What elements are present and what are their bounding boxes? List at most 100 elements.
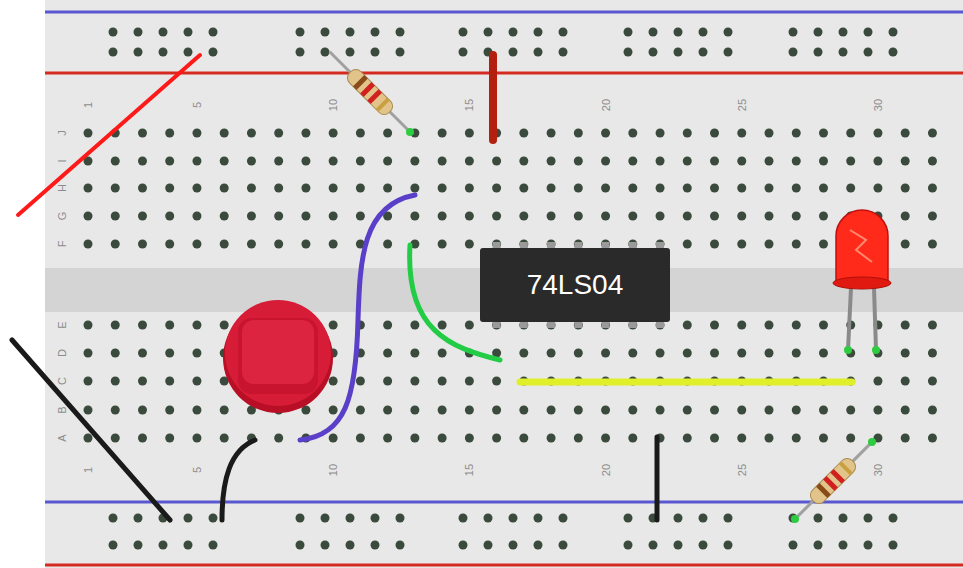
hole — [792, 157, 801, 166]
column-number: 1 — [83, 467, 94, 473]
hole — [628, 184, 637, 193]
hole — [846, 157, 855, 166]
hole — [724, 28, 733, 37]
hole — [624, 28, 633, 37]
hole — [765, 349, 774, 358]
hole — [674, 514, 683, 523]
hole — [371, 28, 380, 37]
hole — [737, 434, 746, 443]
hole — [192, 129, 201, 138]
hole — [465, 240, 474, 249]
hole — [737, 349, 746, 358]
hole — [321, 514, 330, 523]
hole — [165, 406, 174, 415]
hole — [792, 184, 801, 193]
hole — [574, 434, 583, 443]
hole — [138, 321, 147, 330]
column-number: 5 — [191, 102, 202, 108]
hole — [371, 48, 380, 57]
ic-chip: 74LS04 — [480, 248, 670, 322]
hole — [683, 212, 692, 221]
hole — [465, 129, 474, 138]
hole — [574, 184, 583, 193]
hole — [601, 406, 610, 415]
hole — [765, 240, 774, 249]
hole — [410, 212, 419, 221]
hole — [901, 321, 910, 330]
hole — [519, 157, 528, 166]
row-letter: E — [57, 321, 68, 328]
rail-line — [45, 11, 963, 14]
hole — [383, 184, 392, 193]
hole — [165, 184, 174, 193]
hole — [901, 157, 910, 166]
hole — [438, 157, 447, 166]
row-letter: B — [57, 406, 68, 413]
hole — [819, 434, 828, 443]
hole — [165, 129, 174, 138]
column-number: 1 — [83, 102, 94, 108]
hole — [274, 184, 283, 193]
hole — [165, 240, 174, 249]
hole — [184, 28, 193, 37]
hole — [329, 212, 338, 221]
hole — [601, 434, 610, 443]
hole — [438, 129, 447, 138]
hole — [683, 321, 692, 330]
row-letter: A — [57, 434, 68, 441]
row-letter: I — [57, 159, 68, 162]
hole — [134, 514, 143, 523]
hole — [710, 184, 719, 193]
hole — [683, 240, 692, 249]
row-letter: G — [57, 212, 68, 221]
hole — [699, 541, 708, 550]
hole — [109, 28, 118, 37]
hole — [873, 157, 882, 166]
hole — [438, 349, 447, 358]
hole — [928, 406, 937, 415]
hole — [220, 406, 229, 415]
hole — [109, 541, 118, 550]
hole — [274, 157, 283, 166]
hole — [839, 28, 848, 37]
hole — [138, 240, 147, 249]
hole — [84, 212, 93, 221]
hole — [901, 434, 910, 443]
hole — [814, 48, 823, 57]
hole — [109, 48, 118, 57]
hole — [928, 184, 937, 193]
hole — [628, 406, 637, 415]
hole — [792, 212, 801, 221]
hole — [346, 541, 355, 550]
hole — [274, 129, 283, 138]
hole — [209, 28, 218, 37]
hole — [710, 349, 719, 358]
hole — [209, 541, 218, 550]
hole — [928, 129, 937, 138]
column-number: 25 — [736, 99, 747, 111]
hole-grid — [84, 28, 937, 550]
hole — [628, 129, 637, 138]
hole — [159, 541, 168, 550]
hole — [792, 129, 801, 138]
row-letter: C — [57, 377, 68, 385]
hole — [192, 240, 201, 249]
hole — [220, 240, 229, 249]
hole — [846, 129, 855, 138]
hole — [134, 541, 143, 550]
chip-pin — [520, 322, 528, 328]
hole — [396, 541, 405, 550]
hole — [484, 514, 493, 523]
hole — [438, 377, 447, 386]
hole — [329, 377, 338, 386]
hole — [296, 48, 305, 57]
hole — [383, 157, 392, 166]
hole — [329, 406, 338, 415]
column-number: 10 — [328, 464, 339, 476]
lead-dot — [406, 128, 414, 136]
hole — [649, 541, 658, 550]
hole — [438, 434, 447, 443]
hole — [656, 157, 665, 166]
hole — [928, 212, 937, 221]
column-number: 20 — [600, 99, 611, 111]
